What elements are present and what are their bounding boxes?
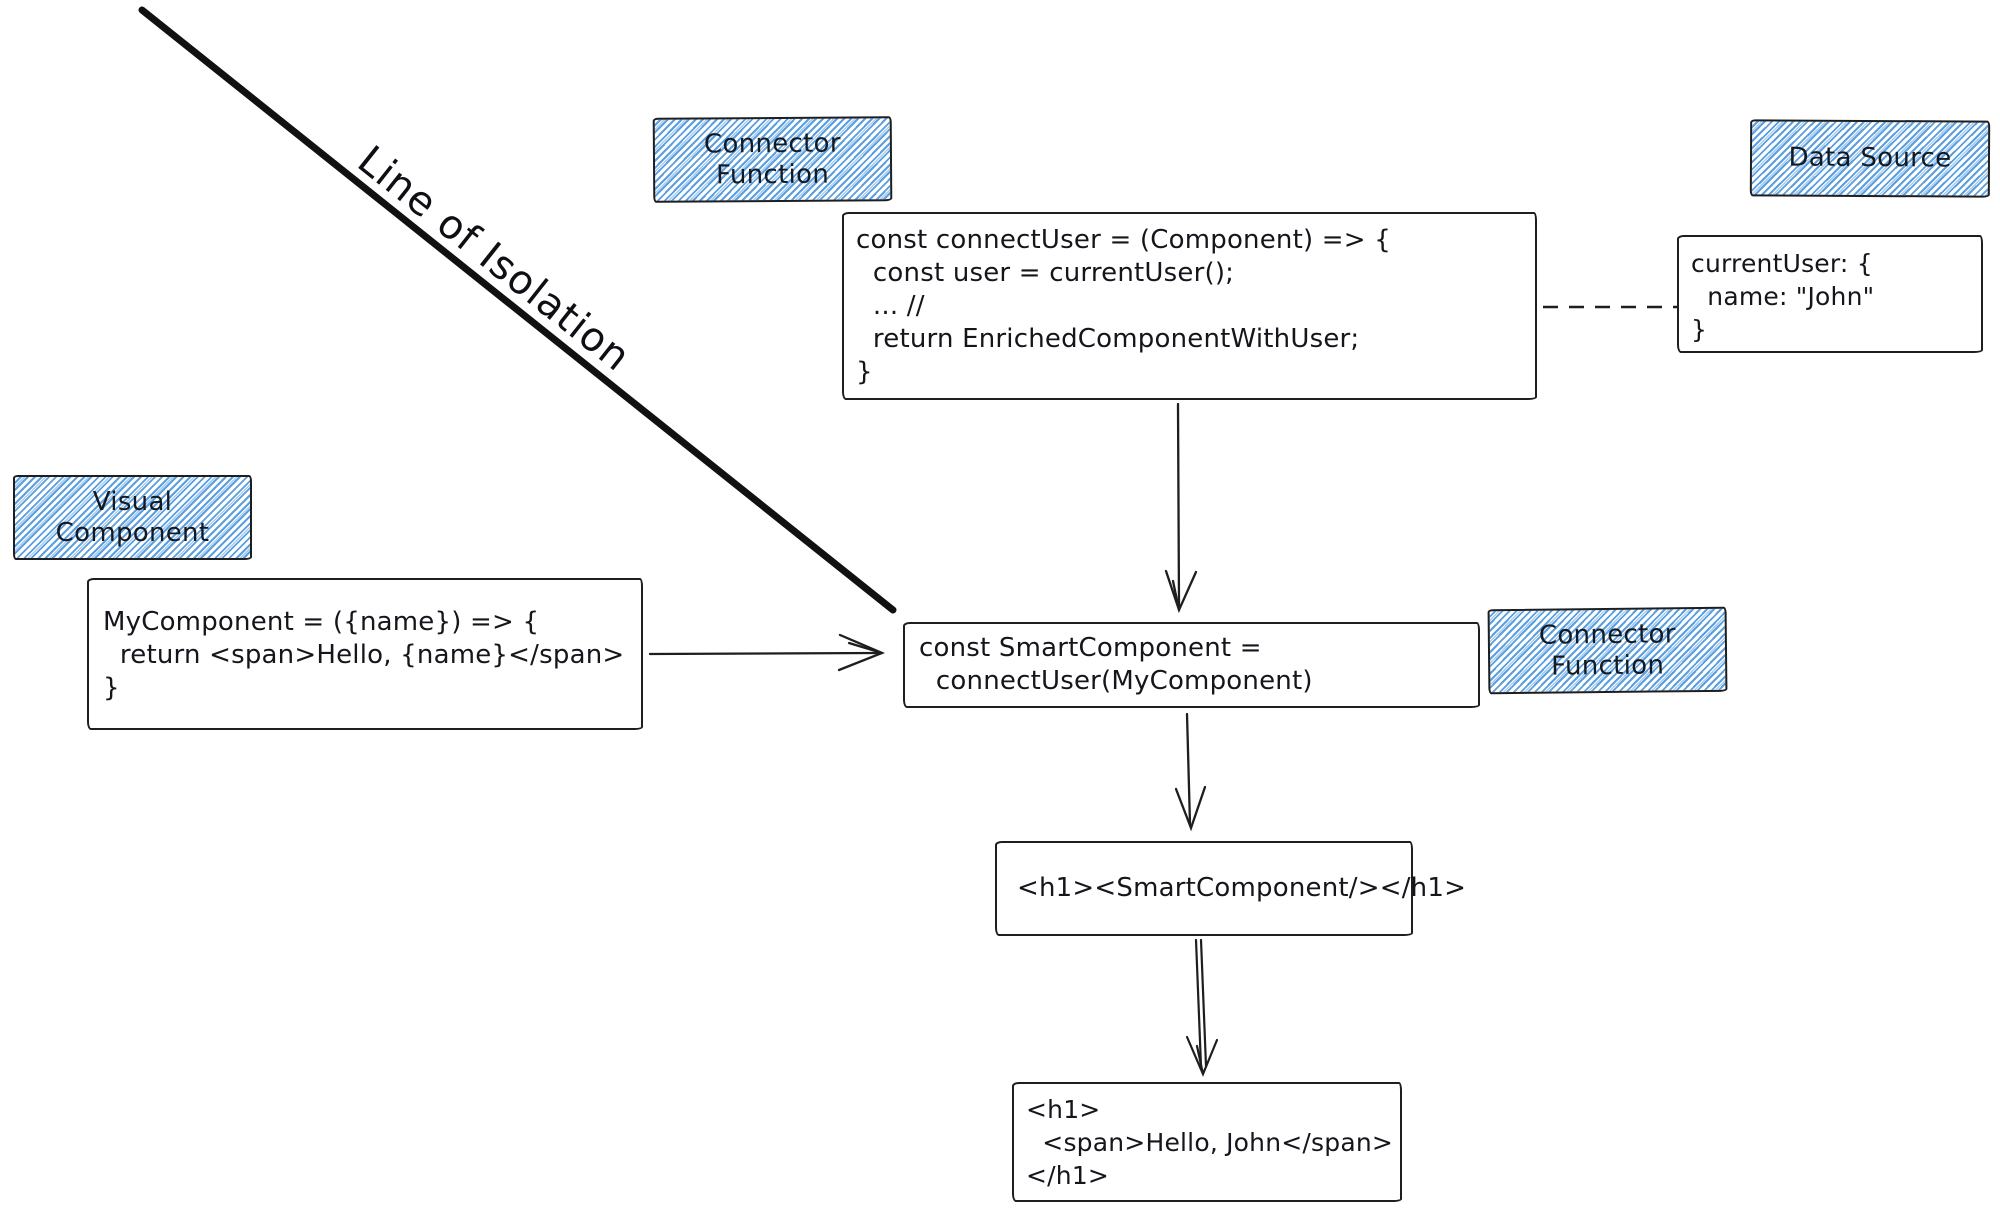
code-line: currentUser: {	[1691, 249, 1873, 278]
smart-component-code-box: const SmartComponent = connectUser(MyCom…	[903, 622, 1480, 708]
data-source-label: Data Source	[1749, 119, 1991, 198]
connect-user-code-box: const connectUser = (Component) => { con…	[842, 212, 1537, 400]
code-line: return <span>Hello, {name}</span>	[103, 640, 625, 670]
code-line: const connectUser = (Component) => {	[856, 225, 1391, 255]
code-line: <h1><SmartComponent/></h1>	[1017, 873, 1467, 903]
code-line: }	[856, 357, 873, 387]
code-line: <h1>	[1026, 1095, 1101, 1124]
my-component-code-box: MyComponent = ({name}) => { return <span…	[87, 578, 643, 730]
arrow-connect-user-to-smart-component	[1164, 402, 1198, 614]
code-line: const SmartComponent =	[919, 633, 1262, 663]
code-line: name: "John"	[1691, 282, 1875, 311]
code-line: MyComponent = ({name}) => {	[103, 607, 540, 637]
arrow-my-component-to-smart-component	[648, 633, 886, 672]
arrow-smart-component-to-jsx	[1174, 712, 1207, 832]
label-text: Function	[716, 159, 830, 190]
code-line: }	[103, 673, 120, 703]
label-text: Function	[1551, 649, 1665, 682]
code-line: connectUser(MyComponent)	[919, 666, 1313, 696]
arrow-jsx-to-output	[1185, 938, 1219, 1077]
label-text: Connector	[703, 128, 841, 159]
isolation-line	[138, 6, 897, 614]
code-line: const user = currentUser();	[856, 258, 1235, 288]
visual-component-label: Visual Component	[13, 475, 252, 560]
current-user-data-box: currentUser: { name: "John" }	[1677, 235, 1983, 353]
code-line: }	[1691, 315, 1708, 344]
connector-function-label-top: Connector Function	[652, 116, 893, 203]
label-text: Visual	[92, 486, 173, 517]
jsx-usage-box: <h1><SmartComponent/></h1>	[995, 841, 1466, 936]
label-text: Component	[55, 517, 210, 548]
label-text: Data Source	[1788, 142, 1952, 174]
label-text: Connector	[1538, 618, 1676, 651]
code-line: <span>Hello, John</span>	[1026, 1128, 1394, 1157]
code-line: return EnrichedComponentWithUser;	[856, 324, 1360, 354]
code-line: ... //	[856, 291, 925, 321]
connector-function-label-mid: Connector Function	[1487, 606, 1728, 695]
rendered-output-box: <h1> <span>Hello, John</span> </h1>	[1012, 1082, 1402, 1202]
code-line: </h1>	[1026, 1161, 1110, 1190]
